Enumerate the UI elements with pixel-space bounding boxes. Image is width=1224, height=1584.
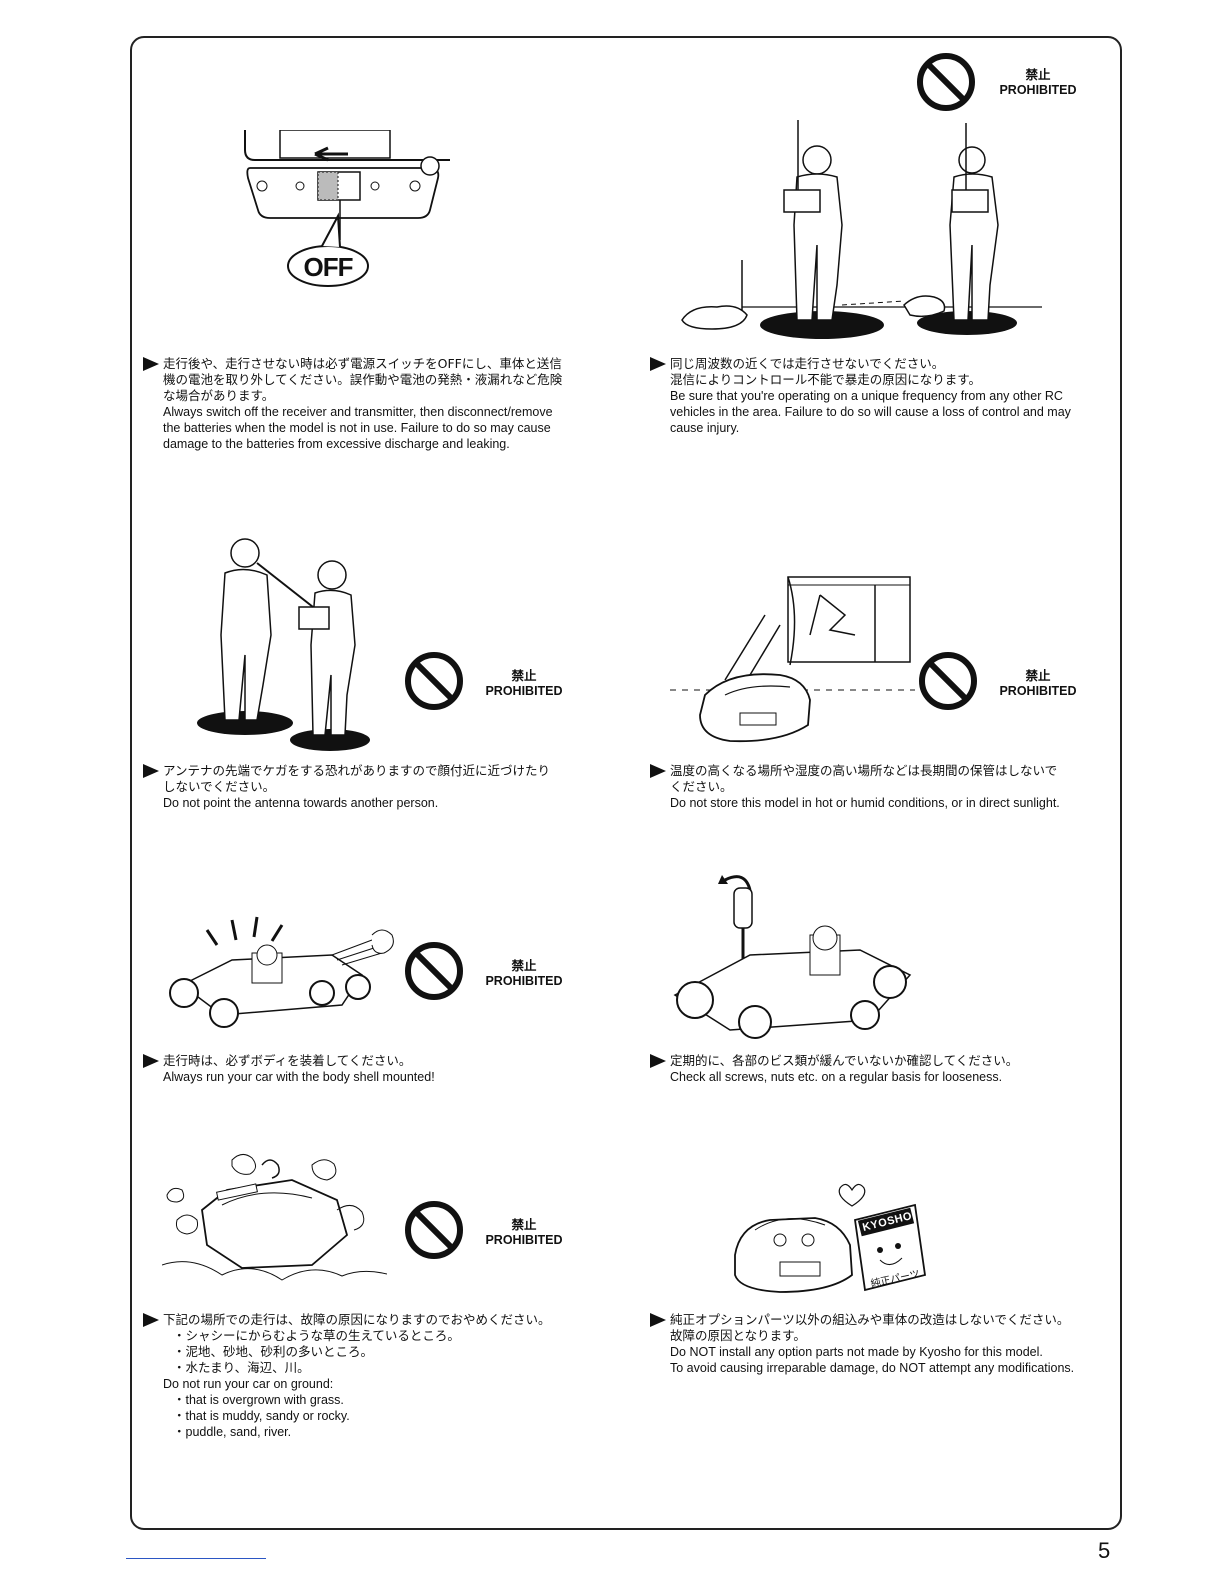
page-frame — [130, 36, 1122, 1530]
ground-illustration — [161, 1150, 388, 1295]
note-jp-line: 下記の場所での走行は、故障の原因になりますのでおやめください。 — [163, 1312, 551, 1327]
note-jp-line: な場合があります。 — [163, 388, 275, 403]
prohibited-icon — [405, 942, 463, 1000]
body-shell-illustration — [162, 915, 397, 1035]
note-jp-list-item: ・泥地、砂地、砂利の多いところ。 — [173, 1344, 374, 1359]
note-en-line: cause injury. — [670, 421, 740, 435]
note-jp-line: 温度の高くなる場所や湿度の高い場所などは長期間の保管はしないで — [670, 763, 1058, 778]
note-jp-line: 走行後や、走行させない時は必ず電源スイッチをOFFにし、車体と送信 — [163, 356, 562, 371]
switch-off-illustration: OFF — [240, 129, 496, 290]
note-screws: 定期的に、各部のビス類が緩んでいないか確認してください。 Check all s… — [650, 1053, 1110, 1085]
bullet-arrow-icon — [650, 1054, 666, 1068]
prohibited-en: PROHIBITED — [999, 684, 1077, 698]
bullet-arrow-icon — [143, 1054, 159, 1068]
option-parts-illustration: KYOSHO 純正パーツ — [730, 1180, 940, 1300]
bullet-arrow-icon — [143, 764, 159, 778]
note-option-parts: 純正オプションパーツ以外の組込みや車体の改造はしないでください。 故障の原因とな… — [650, 1312, 1110, 1376]
prohibited-jp: 禁止 — [1025, 68, 1051, 82]
note-jp-line: 故障の原因となります。 — [670, 1328, 806, 1343]
note-en-line: Always switch off the receiver and trans… — [163, 405, 553, 419]
prohibited-jp: 禁止 — [511, 669, 537, 683]
prohibited-en: PROHIBITED — [485, 684, 563, 698]
note-jp-line: しないでください。 — [163, 779, 276, 794]
prohibited-sign-1: 禁止 PROHIBITED — [916, 52, 1096, 116]
storage-illustration — [670, 575, 915, 750]
note-en-list-item: ・that is overgrown with grass. — [173, 1393, 344, 1407]
note-en-line: Check all screws, nuts etc. on a regular… — [670, 1070, 1003, 1084]
note-jp-line: 定期的に、各部のビス類が緩んでいないか確認してください。 — [670, 1053, 1019, 1068]
note-en-list-item: ・that is muddy, sandy or rocky. — [173, 1409, 350, 1423]
bullet-arrow-icon — [650, 1313, 666, 1327]
note-antenna: アンテナの先端でケガをする恐れがありますので顔付近に近づけたり しないでください… — [143, 763, 603, 811]
page-number: 5 — [1098, 1538, 1111, 1563]
prohibited-jp: 禁止 — [511, 1218, 537, 1232]
note-en-line: Do not run your car on ground: — [163, 1377, 334, 1391]
note-jp-line: ください。 — [670, 779, 733, 794]
note-body-shell: 走行時は、必ずボディを装着してください。 Always run your car… — [143, 1053, 603, 1085]
prohibited-sign-3: 禁止 PROHIBITED — [918, 651, 1098, 715]
prohibited-icon — [405, 1201, 463, 1259]
prohibited-en: PROHIBITED — [999, 83, 1077, 97]
screws-illustration — [670, 870, 915, 1045]
prohibited-icon — [405, 652, 463, 710]
note-storage: 温度の高くなる場所や湿度の高い場所などは長期間の保管はしないで ください。 Do… — [650, 763, 1110, 811]
note-en-line: Do NOT install any option parts not made… — [670, 1345, 1043, 1359]
note-jp-list-item: ・水たまり、海辺、川。 — [173, 1360, 310, 1375]
note-en-line: vehicles in the area. Failure to do so w… — [670, 405, 1071, 419]
note-en-line: damage to the batteries from excessive d… — [163, 437, 510, 451]
prohibited-jp: 禁止 — [511, 959, 537, 973]
frequency-illustration — [672, 115, 1052, 340]
note-en-line: Do not point the antenna towards another… — [163, 796, 439, 810]
prohibited-icon — [917, 53, 975, 111]
note-frequency: 同じ周波数の近くでは走行させないでください。 混信によりコントロール不能で暴走の… — [650, 356, 1110, 436]
note-jp-line: 走行時は、必ずボディを装着してください。 — [163, 1053, 412, 1068]
prohibited-icon — [919, 652, 977, 710]
note-jp-list-item: ・シャシーにからむような草の生えているところ。 — [173, 1328, 460, 1343]
prohibited-sign-5: 禁止 PROHIBITED — [404, 1200, 584, 1264]
bullet-arrow-icon — [650, 357, 666, 371]
note-en-list-item: ・puddle, sand, river. — [173, 1425, 292, 1439]
note-en-line: the batteries when the model is not in u… — [163, 421, 551, 435]
prohibited-sign-2: 禁止 PROHIBITED — [404, 651, 584, 715]
prohibited-jp: 禁止 — [1025, 669, 1051, 683]
note-en-line: To avoid causing irreparable damage, do … — [670, 1361, 1075, 1375]
prohibited-en: PROHIBITED — [485, 974, 563, 988]
bullet-arrow-icon — [143, 1313, 159, 1327]
prohibited-en: PROHIBITED — [485, 1233, 563, 1247]
note-jp-line: 機の電池を取り外してください。誤作動や電池の発熱・液漏れなど危険 — [163, 372, 563, 387]
note-en-line: Do not store this model in hot or humid … — [670, 796, 1060, 810]
note-ground: 下記の場所での走行は、故障の原因になりますのでおやめください。 ・シャシーにから… — [143, 1312, 603, 1440]
footer-link-line — [126, 1558, 266, 1559]
switch-off-label: OFF — [303, 252, 354, 282]
note-jp-line: 混信によりコントロール不能で暴走の原因になります。 — [670, 372, 982, 387]
note-en-line: Always run your car with the body shell … — [163, 1070, 435, 1084]
note-jp-line: アンテナの先端でケガをする恐れがありますので顔付近に近づけたり — [163, 763, 551, 778]
antenna-illustration — [195, 535, 385, 755]
prohibited-sign-4: 禁止 PROHIBITED — [404, 941, 584, 1005]
note-en-line: Be sure that you're operating on a uniqu… — [670, 389, 1063, 403]
note-switch-off: 走行後や、走行させない時は必ず電源スイッチをOFFにし、車体と送信 機の電池を取… — [143, 356, 603, 452]
note-jp-line: 純正オプションパーツ以外の組込みや車体の改造はしないでください。 — [670, 1312, 1070, 1327]
bullet-arrow-icon — [650, 764, 666, 778]
bullet-arrow-icon — [143, 357, 159, 371]
note-jp-line: 同じ周波数の近くでは走行させないでください。 — [670, 356, 945, 371]
